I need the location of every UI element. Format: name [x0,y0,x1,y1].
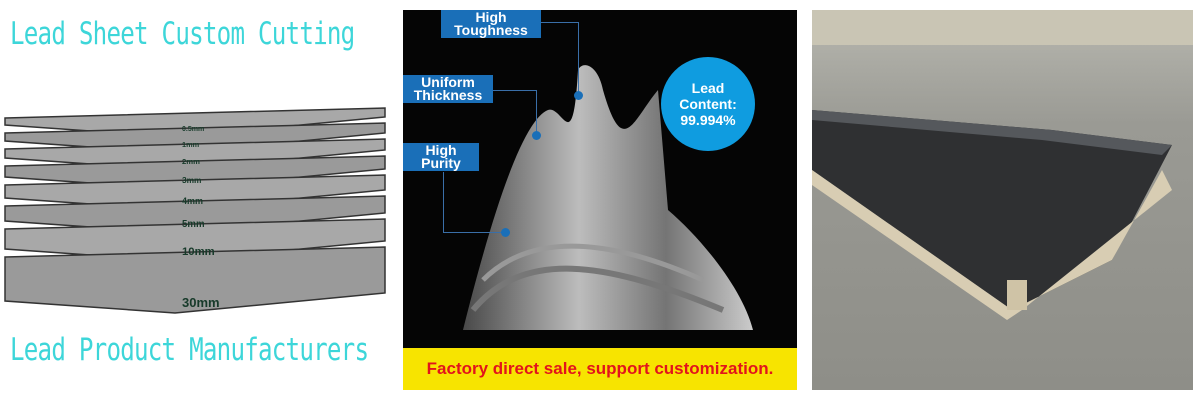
thickness-label: 2mm [182,157,200,166]
subheadline: Lead Product Manufacturers [10,332,369,368]
lead-foil-image [463,65,753,331]
callout-dot [574,91,583,100]
thickness-labels: 0.5mm 1mm 2mm 3mm 4mm 5mm 10mm 30mm [182,126,220,310]
thickness-label: 30mm [182,295,220,310]
thickness-label: 5mm [182,219,205,230]
panel-warehouse-photo [812,10,1193,390]
panel-lead-sheet-stack: Lead Sheet Custom Cutting 0.5mm 1mm 2mm 3mm… [0,0,400,400]
headline: Lead Sheet Custom Cutting [10,16,355,52]
lead-content-badge: Lead Content: 99.994% [661,57,755,151]
callout-dot [532,131,541,140]
warehouse-photo [812,10,1193,320]
thickness-label: 3mm [182,175,201,185]
thickness-label: 4mm [182,196,203,206]
panel-lead-foil: High Toughness Uniform Thickness High Pu… [403,10,797,390]
callout-dot [501,228,510,237]
feature-tag-high-purity: High Purity [403,143,479,171]
feature-tag-high-toughness: High Toughness [441,10,541,38]
lead-sheet-layer [4,246,386,314]
promo-banner: Factory direct sale, support customizati… [403,348,797,390]
thickness-label: 1mm [182,140,200,149]
thickness-label: 10mm [182,246,215,258]
lead-sheet-stack-image: 0.5mm 1mm 2mm 3mm 4mm 5mm 10mm 30mm [4,107,386,314]
thickness-label: 0.5mm [182,126,204,133]
feature-tag-uniform-thickness: Uniform Thickness [403,75,493,103]
